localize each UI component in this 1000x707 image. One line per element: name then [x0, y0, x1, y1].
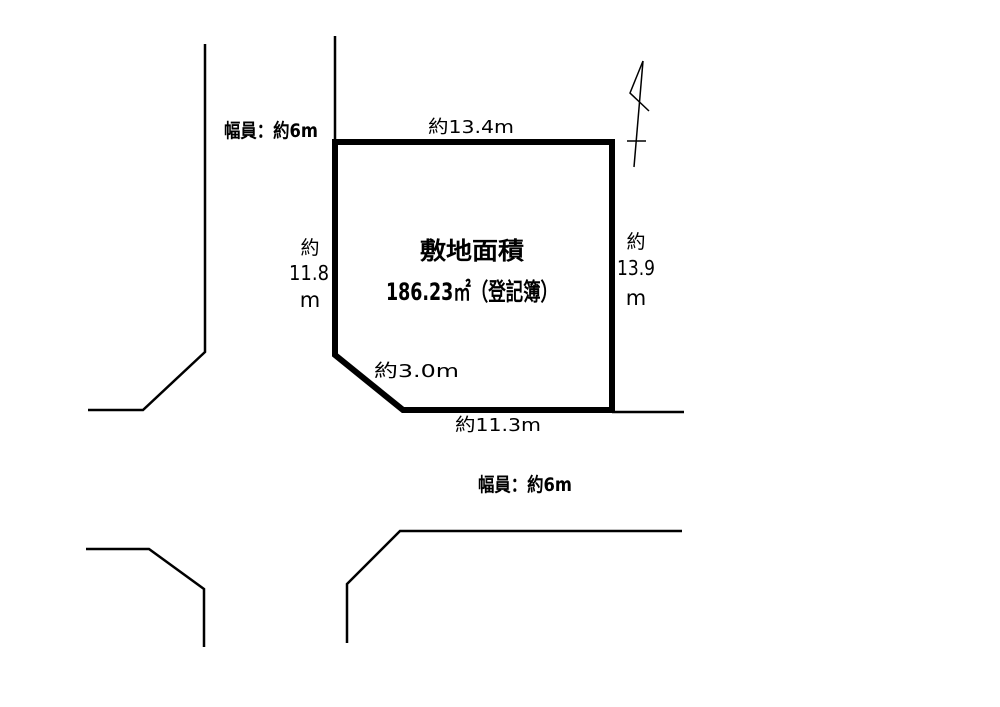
north-arrow-icon: [627, 60, 650, 168]
road-lines: [86, 36, 684, 647]
west-road-left-edge-upper: [88, 44, 207, 412]
west-road-width-label: 幅員：約6m: [224, 119, 318, 142]
right-dimension-prefix: 約: [626, 231, 645, 253]
left-dimension-prefix: 約: [300, 237, 319, 259]
lot-area-title: 敷地面積: [420, 237, 524, 265]
south-road-width-label: 幅員：約6m: [478, 473, 572, 496]
right-dimension-value: 13.9: [617, 256, 655, 280]
left-dimension-value: 11.8: [289, 261, 329, 285]
corner-cut-dimension-label: 約3.0m: [374, 361, 459, 382]
lower-left-block-edge: [86, 547, 206, 647]
top-dimension-label: 約13.4m: [428, 117, 514, 138]
lot-area-value: 186.23㎡（登記簿）: [386, 278, 558, 306]
bottom-dimension-label: 約11.3m: [455, 415, 541, 436]
lot-boundary: [332, 139, 615, 413]
left-dimension-unit: m: [300, 288, 320, 312]
right-dimension-unit: m: [626, 286, 646, 310]
lower-right-block-edge: [345, 529, 682, 643]
